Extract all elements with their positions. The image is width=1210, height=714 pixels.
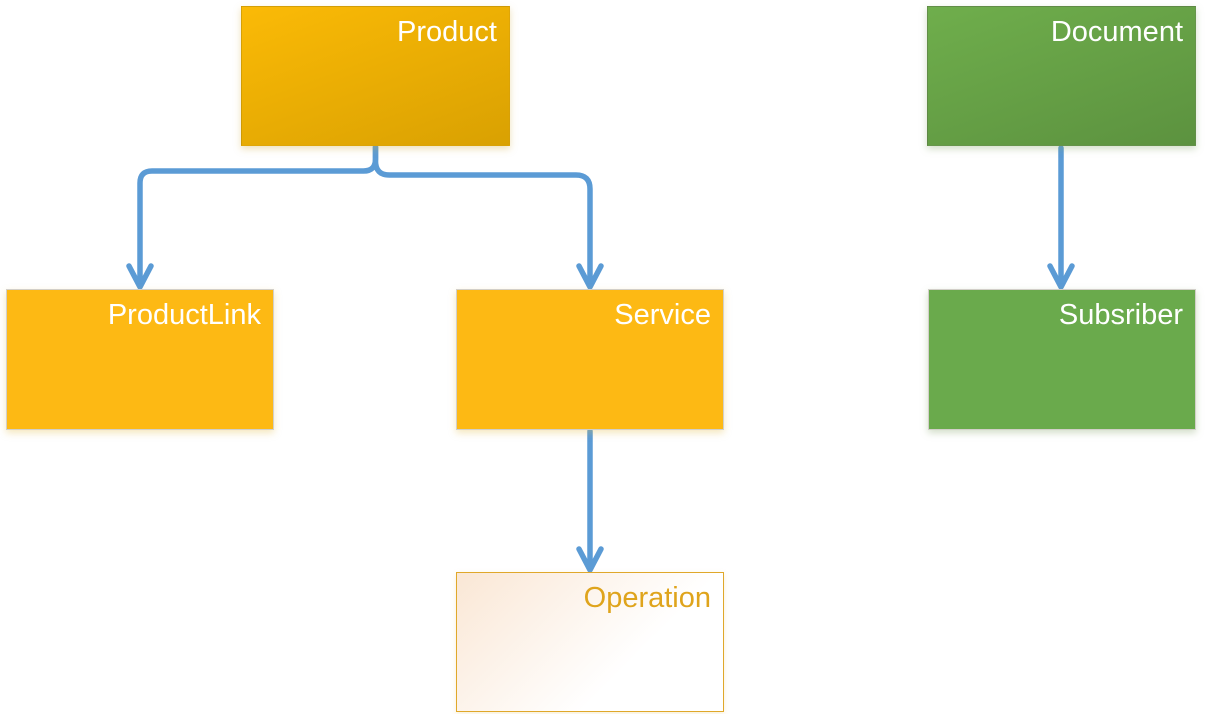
node-document[interactable]: Document xyxy=(927,6,1196,146)
node-subsriber[interactable]: Subsriber xyxy=(928,289,1196,430)
node-operation-label: Operation xyxy=(583,582,711,614)
node-productlink[interactable]: ProductLink xyxy=(6,289,274,430)
node-operation[interactable]: Operation xyxy=(456,572,724,712)
connector-service-operation[interactable] xyxy=(576,428,604,573)
connector-product-productlink[interactable] xyxy=(126,144,379,290)
node-service[interactable]: Service xyxy=(456,289,724,430)
node-document-label: Document xyxy=(1050,16,1183,48)
node-productlink-label: ProductLink xyxy=(107,299,261,331)
node-product[interactable]: Product xyxy=(241,6,510,146)
connector-document-subsriber[interactable] xyxy=(1047,145,1075,290)
node-service-label: Service xyxy=(614,299,711,331)
connector-product-service[interactable] xyxy=(372,144,604,290)
node-subsriber-label: Subsriber xyxy=(1058,299,1183,331)
node-product-label: Product xyxy=(397,16,497,48)
